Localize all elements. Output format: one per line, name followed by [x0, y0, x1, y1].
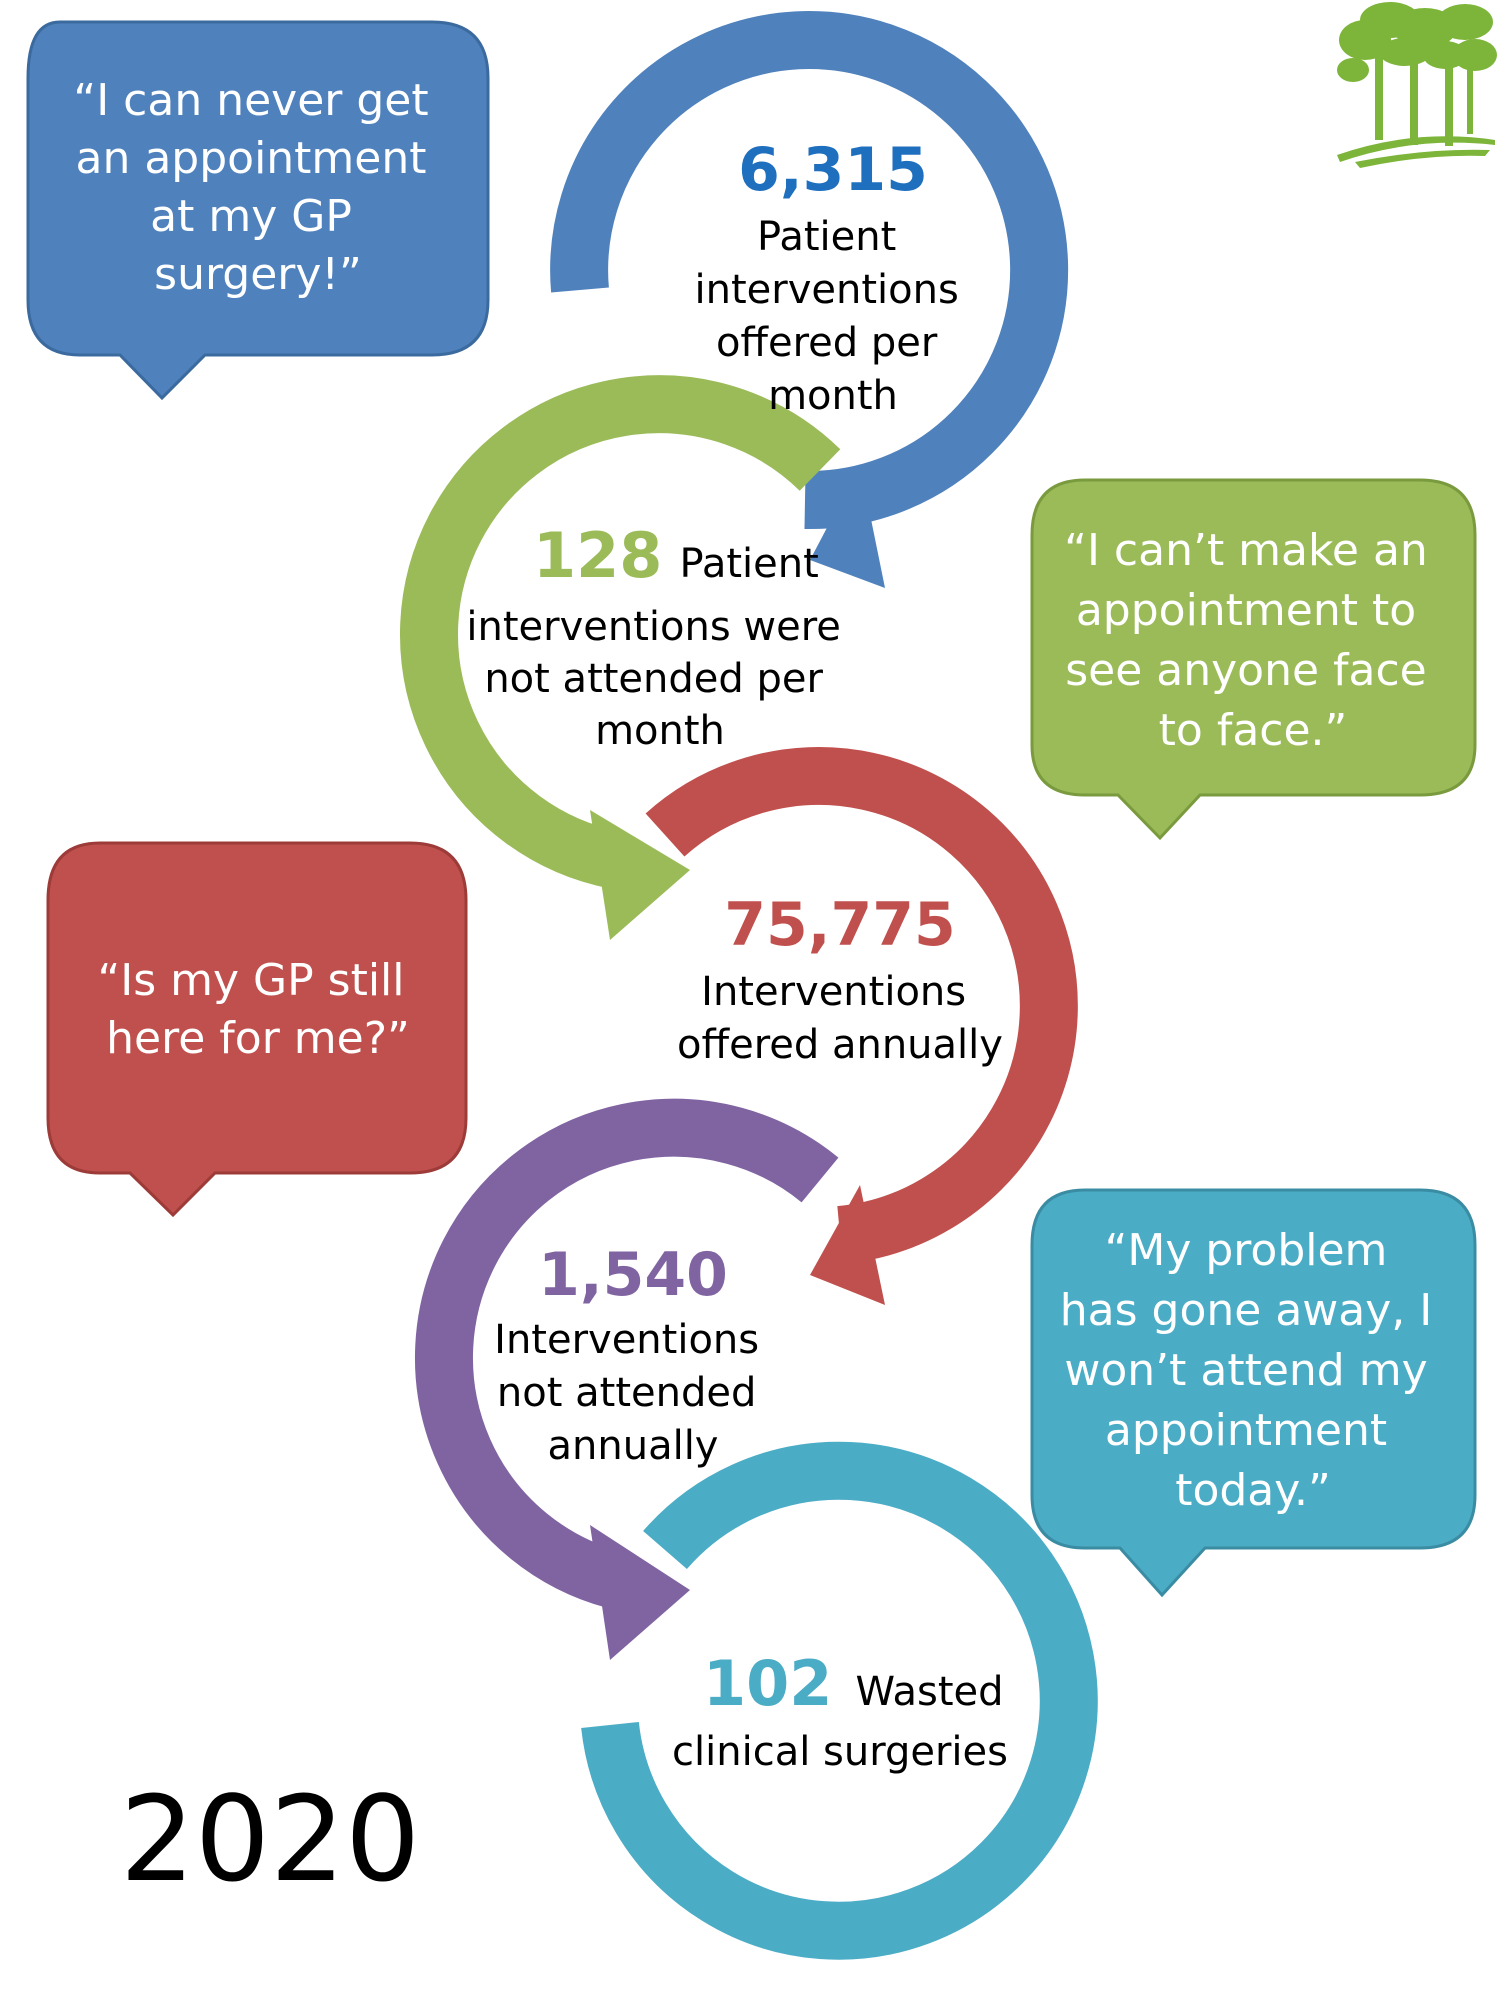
- stat-label: Patient interventions offered per month: [694, 214, 971, 419]
- stat-label: clinical surgeries: [672, 1729, 1008, 1775]
- blue-ring-arrow: [550, 11, 1069, 530]
- purple-arrowhead: [590, 1525, 690, 1660]
- quote-text: “I can never get an appointment at my GP…: [73, 75, 442, 300]
- teal-ring-arrow: [581, 1441, 1098, 1960]
- green-ring-arrow: [400, 375, 841, 889]
- flow-arrows: [400, 11, 1098, 1960]
- speech-bubble-blue: “I can never get an appointment at my GP…: [26, 20, 490, 401]
- stat-5: 102 Wasted clinical surgeries: [672, 1647, 1008, 1775]
- stat-1: 6,315 Patient interventions offered per …: [694, 135, 971, 419]
- speech-bubble-green: “I can’t make an appointment to see anyo…: [1030, 478, 1477, 841]
- stat-headline: 128 Patient: [533, 519, 819, 592]
- stat-3: 75,775 Interventions offered annually: [677, 890, 1003, 1068]
- speech-bubble-teal: “My problem has gone away, I won’t atten…: [1030, 1188, 1477, 1598]
- tree-logo: [1337, 2, 1497, 168]
- stat-number: 102: [703, 1647, 832, 1720]
- stat-number: 6,315: [738, 135, 928, 205]
- purple-ring-arrow: [414, 1098, 839, 1609]
- stat-label: Interventions offered annually: [677, 969, 1003, 1068]
- quote-text: “Is my GP still here for me?”: [97, 955, 418, 1064]
- stat-number: 1,540: [538, 1240, 728, 1310]
- blue-arrowhead: [810, 465, 885, 588]
- stat-4: 1,540 Interventions not attended annuall…: [494, 1240, 772, 1469]
- stat-label-first: Wasted: [856, 1669, 1004, 1715]
- stat-label-first: Patient: [680, 541, 819, 587]
- stat-headline: 102 Wasted: [703, 1647, 1004, 1720]
- quote-text: “My problem has gone away, I won’t atten…: [1060, 1225, 1446, 1516]
- stat-number: 75,775: [724, 890, 956, 960]
- stat-label: Interventions not attended annually: [494, 1317, 772, 1469]
- green-arrowhead: [590, 810, 690, 940]
- year-label: 2020: [120, 1770, 420, 1908]
- stat-number: 128: [533, 519, 662, 592]
- speech-bubble-red: “Is my GP still here for me?”: [46, 841, 468, 1218]
- red-ring-arrow: [645, 747, 1078, 1264]
- quote-text: “I can’t make an appointment to see anyo…: [1064, 525, 1442, 756]
- red-arrowhead: [810, 1185, 885, 1305]
- stat-2: 128 Patient interventions were not atten…: [466, 519, 853, 754]
- stat-label: interventions were not attended per mont…: [466, 604, 853, 754]
